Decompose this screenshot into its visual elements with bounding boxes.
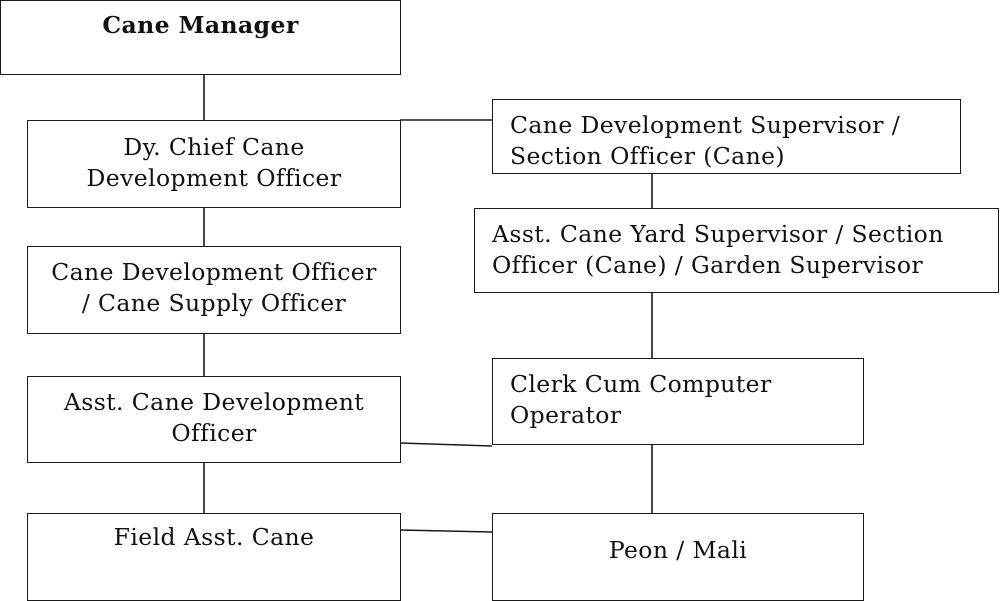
- node-cane-development-supervisor: Cane Development Supervisor / Section Of…: [492, 99, 961, 174]
- node-field-asst-cane: Field Asst. Cane: [27, 513, 401, 601]
- node-clerk-line2: Operator: [510, 401, 622, 429]
- node-acys-line1: Asst. Cane Yard Supervisor / Section: [492, 220, 944, 248]
- node-dy-chief-line2: Development Officer: [86, 164, 342, 192]
- node-cane-development-officer: Cane Development Officer / Cane Supply O…: [27, 246, 401, 334]
- node-clerk-line1: Clerk Cum Computer: [510, 370, 772, 398]
- node-acdo-line2: Officer: [171, 419, 257, 447]
- node-clerk-cum-computer-operator: Clerk Cum Computer Operator: [492, 358, 864, 445]
- node-acys-line2: Officer (Cane) / Garden Supervisor: [492, 251, 924, 279]
- node-dy-chief-line1: Dy. Chief Cane: [123, 133, 305, 161]
- node-cds-line1: Cane Development Supervisor /: [510, 111, 901, 139]
- node-asst-cane-development-officer: Asst. Cane Development Officer: [27, 376, 401, 463]
- connector-acdo-clerk: [399, 442, 493, 447]
- node-cdo-line2: / Cane Supply Officer: [81, 289, 347, 317]
- node-peon-mali: Peon / Mali: [492, 513, 864, 601]
- node-dy-chief-cane-development-officer: Dy. Chief Cane Development Officer: [27, 120, 401, 208]
- node-cdo-line1: Cane Development Officer: [51, 258, 377, 286]
- node-acdo-line1: Asst. Cane Development: [63, 388, 365, 416]
- node-peon-label: Peon / Mali: [608, 536, 748, 564]
- node-cds-line2: Section Officer (Cane): [510, 142, 785, 170]
- node-field-asst-label: Field Asst. Cane: [113, 523, 315, 551]
- node-asst-cane-yard-supervisor: Asst. Cane Yard Supervisor / Section Off…: [474, 208, 999, 293]
- connector-field-peon: [399, 529, 493, 533]
- node-cane-manager-label: Cane Manager: [102, 11, 299, 39]
- node-cane-manager: Cane Manager: [0, 0, 401, 75]
